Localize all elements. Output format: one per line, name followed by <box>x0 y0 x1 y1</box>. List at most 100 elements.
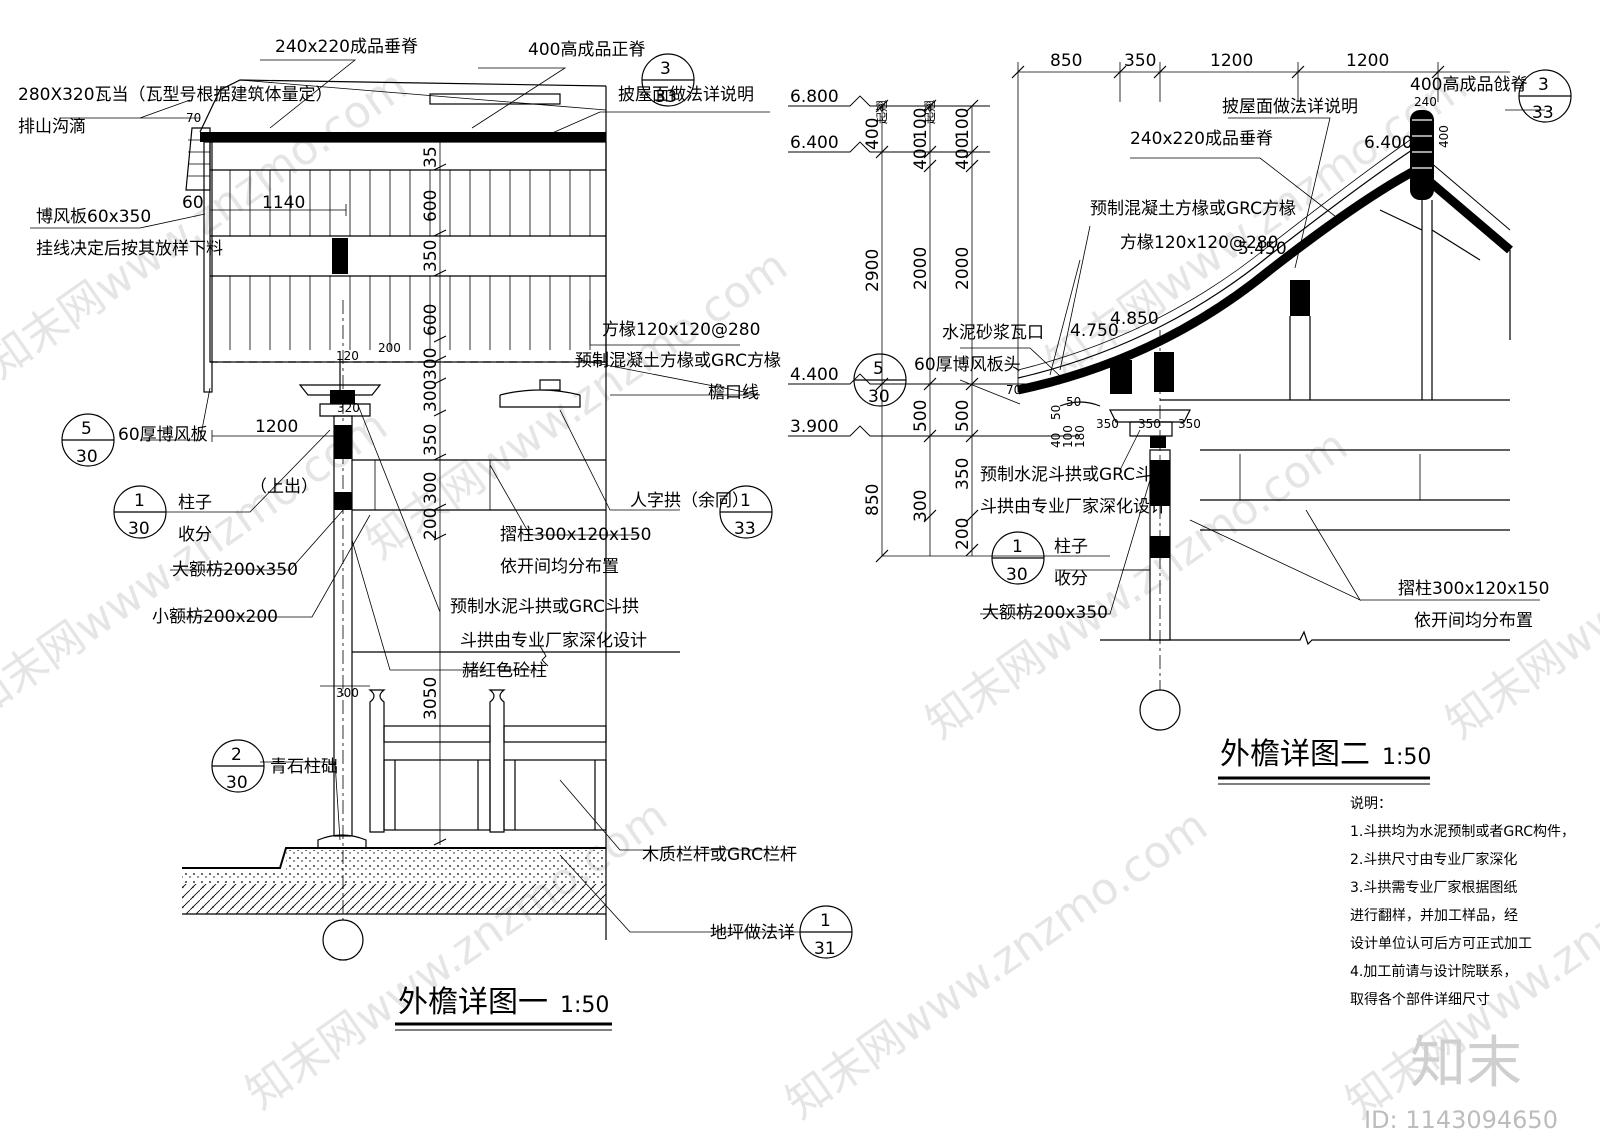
drawing-one-scale: 1:50 <box>560 993 609 1018</box>
ridge-ornament <box>1410 110 1434 200</box>
label-dougong: 预制水泥斗拱或GRC斗拱 <box>980 465 1169 485</box>
floor-gravel <box>182 870 606 884</box>
drawing-two-title: 外檐详图二 <box>1220 737 1370 772</box>
notes-block: 说明： 1.斗拱均为水泥预制或者GRC构件， 2.斗拱尺寸由专业厂家深化 3.斗… <box>1350 796 1575 1008</box>
drawing-one-title: 外檐详图一 <box>398 985 548 1020</box>
label-railing: 木质栏杆或GRC栏杆 <box>642 845 797 865</box>
ref-bottom: 30 <box>1006 565 1028 585</box>
label-shoufen: 收分 <box>178 525 212 545</box>
axis-bubble <box>322 919 364 961</box>
label-dougong: 预制水泥斗拱或GRC斗拱 <box>450 597 639 617</box>
label-big-beam: 大额枋200x350 <box>172 560 298 580</box>
dim-1140: 1140 <box>262 193 305 213</box>
ref-bottom: 30 <box>76 447 98 467</box>
small-dim: 50 <box>1049 405 1063 420</box>
ref-bubble <box>1518 69 1572 123</box>
dim-1200: 1200 <box>255 417 298 437</box>
vdim-350: 350 <box>421 240 441 272</box>
label-barge-board: 博风板60x350 <box>36 207 151 227</box>
axis-bubble <box>1139 689 1181 731</box>
ref-bottom: 33 <box>734 519 756 539</box>
label-dougong-note: 斗拱由专业厂家深化设计 <box>460 631 647 651</box>
dim-200: 200 <box>378 341 401 355</box>
vdim: 850 <box>863 484 883 516</box>
label-precast-rafter: 预制混凝土方椽或GRC方椽 <box>1090 199 1296 219</box>
ref-bottom: 31 <box>814 939 836 959</box>
detail-drawing-two <box>788 62 1572 785</box>
drawing-two-scale: 1:50 <box>1382 745 1431 770</box>
roof-elevation: 4.750 <box>1070 321 1119 341</box>
vdim-350: 350 <box>421 424 441 456</box>
top-dim: 1200 <box>1210 51 1253 71</box>
small-dim: 100 <box>1061 425 1075 448</box>
label-eave-tile: 280X320瓦当（瓦型号根据建筑体量定） <box>18 85 333 105</box>
elevation-label: 6.400 <box>790 133 839 153</box>
label-rafter: 方椽120x120@280 <box>1120 233 1278 253</box>
notes-heading: 说明： <box>1350 796 1392 812</box>
ref-bottom: 30 <box>226 773 248 793</box>
dim-70: 70 <box>186 111 201 125</box>
note-line: 3.斗拱需专业厂家根据图纸 <box>1350 879 1517 896</box>
dougong <box>1059 401 1191 448</box>
small-dim: 350 <box>1096 417 1119 431</box>
vdim: 100 <box>953 108 973 140</box>
ridge-slope <box>239 79 607 111</box>
note-line: 设计单位认可后方可正式加工 <box>1350 936 1532 952</box>
label-ridge-main: 400高成品戗脊 <box>1410 75 1527 95</box>
label-strut: 摺柱300x120x150 <box>500 525 651 545</box>
label-eave-line: 檐口线 <box>708 383 759 403</box>
watermark-text: 知末网www.znzmo.com <box>777 800 1217 1129</box>
small-dim: 70 <box>1006 383 1021 397</box>
ref-bubble <box>211 739 265 793</box>
vdim-200: 200 <box>421 508 441 540</box>
ref-bottom: 33 <box>1532 103 1554 123</box>
qijia-label: 起翘 <box>875 100 889 124</box>
ref-top: 5 <box>81 419 92 439</box>
label-ridge-main: 400高成品正脊 <box>528 40 645 60</box>
label-barge-60: 60厚博风板 <box>118 425 208 445</box>
small-dim: 50 <box>1066 395 1081 409</box>
ref-top: 1 <box>820 911 831 931</box>
label-strut-note: 依开间均分布置 <box>500 557 619 577</box>
qijia-label: 起翘 <box>923 100 937 124</box>
vdim: 500 <box>911 400 931 432</box>
label-rafter: 方椽120x120@280 <box>602 320 760 340</box>
label-ridge-hip: 240x220成品垂脊 <box>275 37 418 57</box>
roof-slab <box>1017 166 1419 395</box>
purlin-block <box>1290 280 1310 316</box>
vdim: 400 <box>953 138 973 170</box>
ref-top: 1 <box>134 491 145 511</box>
roof-elevation: 5.450 <box>1238 239 1287 259</box>
beam-lines <box>352 459 606 511</box>
label-dougong-note: 斗拱由专业厂家深化设计 <box>980 497 1167 517</box>
small-dim: 400 <box>1437 125 1451 148</box>
label-inverted-v-bracket: 人字拱（余同） <box>630 491 749 511</box>
section-break-line <box>1100 630 1510 646</box>
railing <box>368 689 607 833</box>
label-floor-note: 地坪做法详 <box>710 923 795 943</box>
beam-lines <box>1160 399 1510 531</box>
vdim: 300 <box>911 490 931 522</box>
purlin-block <box>1154 352 1174 392</box>
ref-bubble <box>61 413 115 467</box>
small-dim: 40 <box>1049 433 1063 448</box>
label-strut: 摺柱300x120x150 <box>1398 579 1549 599</box>
ref-top: 1 <box>740 491 751 511</box>
vdim-600: 600 <box>421 190 441 222</box>
note-line: 1.斗拱均为水泥预制或者GRC构件， <box>1350 824 1575 840</box>
dim-300: 300 <box>336 686 359 700</box>
top-dim: 850 <box>1050 51 1082 71</box>
vdim: 400 <box>863 118 883 150</box>
vdim: 2000 <box>911 247 931 290</box>
dim-60: 60 <box>182 193 204 213</box>
vdim-300: 300 <box>421 472 441 504</box>
ref-top: 3 <box>1538 75 1549 95</box>
barge-board <box>203 141 213 393</box>
note-line: 2.斗拱尺寸由专业厂家深化 <box>1350 851 1517 868</box>
image-id: ID: 1143094650 <box>1364 1106 1558 1134</box>
vdim-35: 35 <box>421 146 441 168</box>
label-roof-note: 披屋面做法详说明 <box>1222 97 1358 117</box>
purlin-block <box>332 238 348 274</box>
ref-bubble <box>799 905 853 959</box>
vdim: 400 <box>911 138 931 170</box>
